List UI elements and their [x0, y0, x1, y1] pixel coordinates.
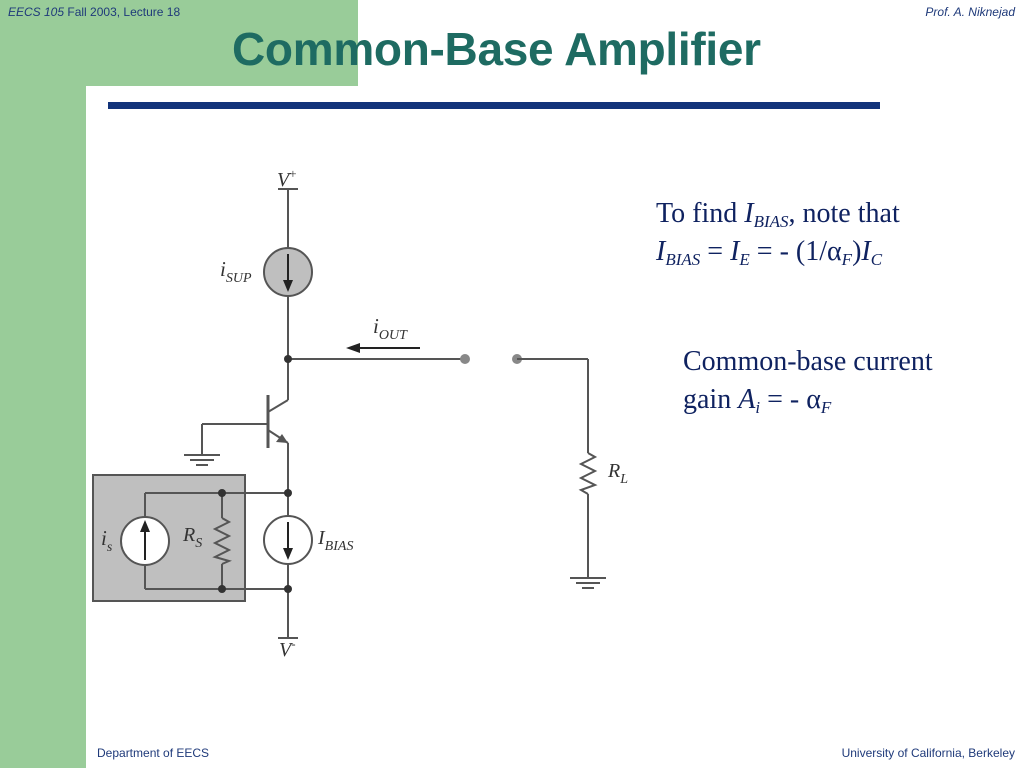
vplus-label: V+: [277, 166, 297, 191]
green-side-band: [0, 0, 86, 768]
bias-note-line2: IBIAS = IE = - (1/αF)IC: [656, 236, 883, 269]
junction-dot: [284, 585, 292, 593]
iout-arrow-left-icon: [346, 343, 360, 353]
course-code: EECS 105: [8, 5, 65, 19]
bias-note-line1: To find IBIAS, note that: [656, 198, 900, 231]
footer-department: Department of EECS: [97, 746, 210, 760]
emitter-arrow: [276, 434, 288, 443]
isup-arrow-down-icon: [283, 280, 293, 292]
title-rule: [108, 102, 880, 109]
vminus-label: V-: [279, 636, 296, 661]
isup-label: iSUP: [220, 257, 252, 286]
course-term: Fall 2003, Lecture 18: [64, 5, 181, 19]
junction-dot: [284, 355, 292, 363]
gain-note-line2: gain Ai = - αF: [683, 384, 832, 417]
rl-resistor: [578, 452, 598, 495]
rs-label: RS: [182, 524, 202, 551]
gain-note: Common-base current gain Ai = - αF: [683, 343, 933, 419]
rl-label: RL: [607, 460, 628, 487]
is-label: is: [101, 526, 113, 555]
transistor-collector-leg: [267, 399, 289, 413]
is-arrow-up-icon: [140, 520, 150, 532]
author-header: Prof. A. Niknejad: [925, 5, 1015, 19]
ibias-arrow-down-icon: [283, 548, 293, 560]
course-header: EECS 105 Fall 2003, Lecture 18: [8, 5, 180, 19]
junction-dot: [284, 489, 292, 497]
bias-note: To find IBIAS, note that IBIAS = IE = - …: [656, 195, 900, 271]
junction-dot: [218, 489, 226, 497]
rs-resistor: [212, 517, 232, 565]
ibias-label: IBIAS: [317, 527, 353, 554]
iout-label: iOUT: [373, 314, 408, 343]
gain-note-line1: Common-base current: [683, 346, 933, 377]
slide-title: Common-Base Amplifier: [232, 23, 761, 75]
footer-university: University of California, Berkeley: [841, 746, 1015, 760]
junction-dot: [218, 585, 226, 593]
output-terminal: [460, 354, 470, 364]
green-top-band: [0, 0, 358, 86]
